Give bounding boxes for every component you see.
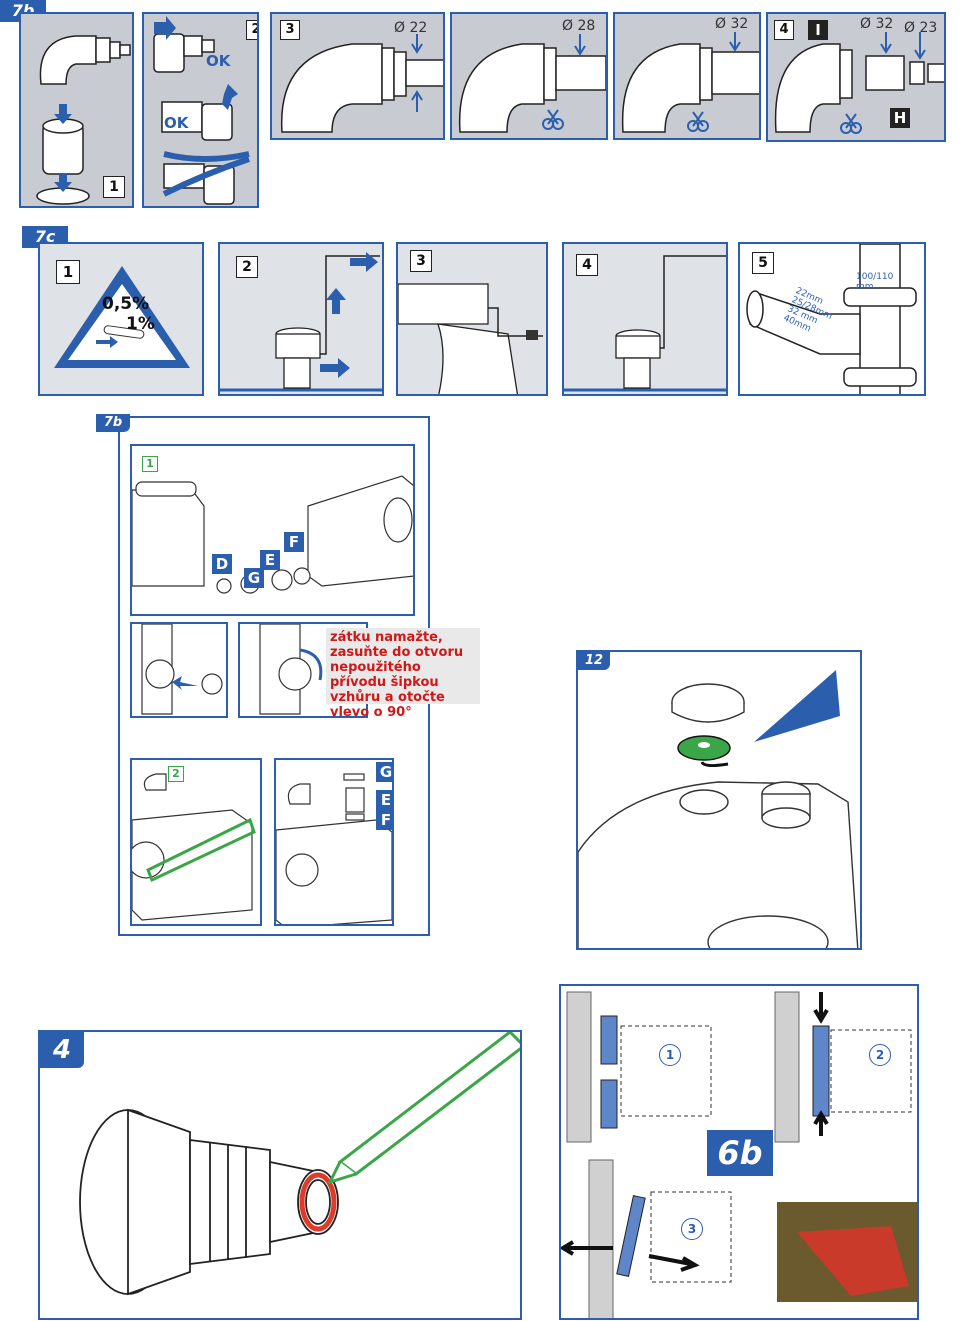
step-number: 5	[752, 252, 774, 274]
part-label-f: F	[284, 532, 304, 552]
section-tag-7b-lower: 7b	[96, 414, 130, 432]
part-label-g: G	[376, 762, 392, 782]
panel-7b-step-3-32: Ø 32	[613, 12, 761, 140]
part-label-h: H	[890, 108, 910, 128]
panel-7c-step-5: 5 100/110 mm 22mm 25/28mm 32 mm 40mm	[738, 242, 926, 396]
panel-7b-step-1: 1	[19, 12, 134, 208]
slope-max-label: 1%	[126, 314, 155, 334]
elbow-pipe-22-illustration	[280, 34, 443, 133]
panel-7b-step-3: 3 Ø 22	[270, 12, 445, 140]
panel-7c-step-4: 4	[562, 242, 728, 396]
step-number: 1	[659, 1044, 681, 1066]
sleeve-cut-illustration	[79, 1032, 520, 1296]
section-tag-4: 4	[40, 1032, 84, 1068]
diameter-label: Ø 32	[860, 16, 894, 32]
step-number: 1	[142, 456, 158, 472]
ok-label: OK	[164, 114, 189, 132]
step-number: 3	[681, 1218, 703, 1240]
diameter-label: Ø 32	[715, 16, 749, 32]
step-number: 3	[410, 250, 432, 272]
pump-unit-parts-illustration	[132, 475, 413, 594]
diameter-label: Ø 28	[562, 18, 596, 34]
panel-7c-step-2: 2	[218, 242, 384, 396]
section-tag-6b: 6b	[707, 1130, 773, 1176]
step-number: 4	[774, 20, 794, 40]
slope-min-label: 0,5%	[102, 294, 150, 314]
pipe-junction-illustration	[746, 244, 917, 394]
panel-12: 12	[576, 650, 862, 950]
panel-7c-step-3: 3	[396, 242, 548, 396]
panel-7b-lower-plug-a	[130, 622, 228, 718]
panel-7b-lower-step-2b: G E F	[274, 758, 394, 926]
plug-instruction-note: zátku namažte, zasuňte do otvoru nepouži…	[326, 628, 480, 720]
stack-size-label: 100/110 mm	[856, 272, 894, 292]
step-number: 4	[576, 254, 598, 276]
panel-7c-step-1: 1 0,5% 1%	[38, 242, 204, 396]
toilet-rear-connection-illustration	[398, 283, 543, 394]
part-label-f: F	[376, 810, 392, 830]
wall-sleeve-mounting-illustration	[561, 991, 917, 1318]
plug-insert-illustration	[141, 624, 223, 715]
ok-label: OK	[206, 52, 231, 70]
step-number: 2	[246, 20, 257, 40]
panel-7b-step-2: OK OK 2	[142, 12, 259, 208]
part-label-e: E	[260, 550, 280, 570]
toilet-drain-routing-illustration	[564, 255, 726, 392]
part-label-i: I	[808, 20, 828, 40]
cap-and-seal-illustration	[578, 670, 859, 948]
panel-7b-step-4: 4 I Ø 32 Ø 23 H	[766, 12, 946, 142]
toilet-drain-illustration	[220, 252, 382, 392]
part-label-g: G	[244, 568, 264, 588]
panel-4: 4	[38, 1030, 522, 1320]
panel-7b-lower-step-2a: 2	[130, 758, 262, 926]
slope-warning-triangle	[54, 266, 190, 368]
pump-cut-inlet-illustration	[132, 773, 256, 921]
part-label-d: D	[212, 554, 232, 574]
elbow-pipe-32-illustration	[621, 32, 759, 133]
step-number: 2	[236, 256, 258, 278]
elbow-pipe-28-illustration	[458, 34, 606, 133]
step-number: 2	[168, 766, 184, 782]
diameter-label: Ø 23	[904, 20, 938, 36]
valve-orientation-illustration	[153, 16, 250, 205]
pump-parts-stack-illustration	[276, 773, 392, 924]
part-label-e: E	[376, 790, 392, 810]
step-number: 2	[869, 1044, 891, 1066]
step-number: 3	[280, 20, 300, 40]
section-tag-12: 12	[578, 652, 610, 670]
step-number: 1	[103, 176, 125, 198]
elbow-adapter-illustration	[36, 35, 131, 205]
panel-6b: 1 2 3 6b	[559, 984, 919, 1320]
panel-7b-lower-step-1: 1 D E F G	[130, 444, 415, 616]
diameter-label: Ø 22	[394, 20, 428, 36]
elbow-reducer-illustration	[774, 32, 944, 134]
step-number: 1	[56, 260, 80, 284]
plug-rotate-illustration	[259, 624, 323, 715]
panel-7b-step-3-28: Ø 28	[450, 12, 608, 140]
